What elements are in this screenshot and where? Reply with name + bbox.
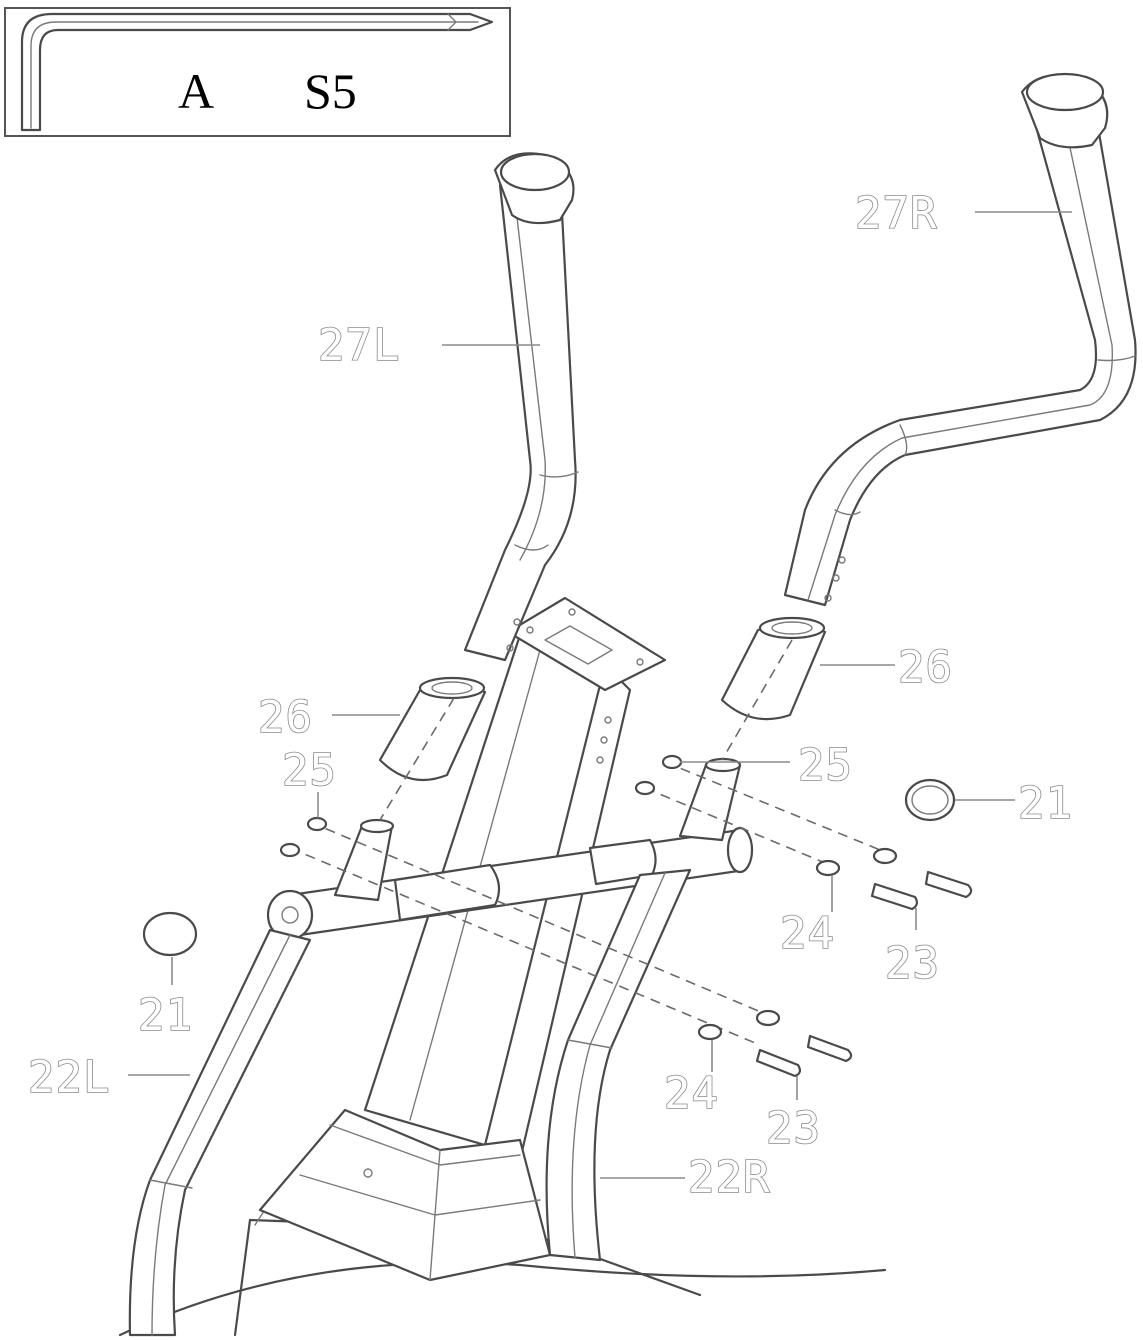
label-22L: 22L bbox=[28, 1052, 110, 1103]
label-25-right: 25 bbox=[798, 740, 853, 791]
part-21-right bbox=[904, 778, 956, 822]
part-26-left bbox=[378, 676, 487, 782]
label-27L: 27L bbox=[318, 320, 400, 371]
label-23-upper: 23 bbox=[885, 938, 940, 989]
label-26-right: 26 bbox=[898, 642, 953, 693]
part-27R bbox=[783, 72, 1137, 607]
part-22L bbox=[128, 928, 312, 1337]
crossbar-tube bbox=[266, 826, 754, 941]
label-24-upper: 24 bbox=[780, 908, 835, 959]
tool-size: S5 bbox=[304, 63, 357, 119]
tool-box: A S5 bbox=[4, 7, 511, 137]
callouts: 27R 27L 26 26 25 25 21 21 24 23 24 23 22… bbox=[27, 187, 1073, 1204]
tool-letter: A bbox=[178, 63, 214, 119]
label-27R: 27R bbox=[855, 188, 937, 239]
label-22R: 22R bbox=[688, 1152, 770, 1203]
part-26-right bbox=[720, 616, 827, 721]
label-24-lower: 24 bbox=[664, 1068, 719, 1119]
label-23-lower: 23 bbox=[766, 1103, 821, 1154]
left-post bbox=[333, 818, 395, 902]
part-22R bbox=[545, 868, 692, 1262]
fasteners-upper bbox=[815, 847, 973, 930]
assembly-axes bbox=[289, 639, 886, 1046]
fasteners-lower bbox=[697, 1009, 853, 1100]
label-26-left: 26 bbox=[258, 692, 313, 743]
allen-key-icon bbox=[20, 12, 494, 132]
label-25-left: 25 bbox=[282, 745, 337, 796]
part-27L bbox=[463, 152, 579, 662]
leader-lines bbox=[128, 211, 1072, 1179]
part-21-left bbox=[142, 911, 198, 957]
label-21-left: 21 bbox=[138, 990, 193, 1041]
label-21-right: 21 bbox=[1018, 778, 1073, 829]
